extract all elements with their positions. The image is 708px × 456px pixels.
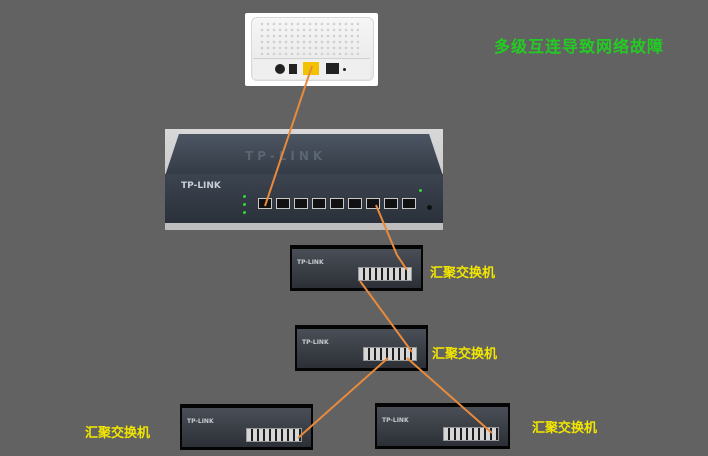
aggregation-switch-4: TP-LINK [375, 403, 510, 449]
aggregation-switch-3: TP-LINK [180, 404, 313, 450]
cable-modem-to-router [264, 65, 313, 207]
switch-port-bank [443, 427, 499, 441]
router-led [243, 195, 246, 198]
router-port [276, 198, 290, 209]
diagram-title: 多级互连导致网络故障 [494, 37, 665, 56]
cable-router-to-switch-1 [375, 204, 408, 271]
router-port [312, 198, 326, 209]
modem-vent-grill [259, 21, 359, 55]
router-port [348, 198, 362, 209]
router-led [243, 203, 246, 206]
modem-lan-port [326, 63, 339, 74]
router-port [402, 198, 416, 209]
router-port [384, 198, 398, 209]
label-aggregation-switch-2: 汇聚交换机 [432, 347, 498, 362]
switch-port-bank [363, 347, 417, 361]
aggregation-switch-1: TP-LINK [290, 245, 423, 291]
router-led [243, 211, 246, 214]
router-port [366, 198, 380, 209]
switch-brand-logo: TP-LINK [187, 418, 214, 425]
switch-brand-logo: TP-LINK [382, 417, 409, 424]
cable-switch-2-to-switch-3 [297, 357, 389, 439]
router-lid-logo: TP-LINK [245, 149, 327, 163]
modem-power-jack [275, 64, 285, 74]
modem-reset-hole [343, 68, 346, 71]
modem-power-button [289, 64, 297, 74]
router-lid [165, 134, 443, 176]
label-aggregation-switch-4: 汇聚交换机 [532, 421, 598, 436]
aggregation-switch-2: TP-LINK [295, 325, 428, 371]
router-reset-hole [427, 205, 432, 210]
switch-brand-logo: TP-LINK [302, 339, 329, 346]
modem-device [245, 13, 378, 86]
router-led [419, 189, 422, 192]
router-port [294, 198, 308, 209]
router-port [330, 198, 344, 209]
switch-brand-logo: TP-LINK [297, 259, 324, 266]
label-aggregation-switch-1: 汇聚交换机 [430, 266, 496, 281]
switch-port-bank [358, 267, 412, 281]
cable-switch-2-to-switch-4 [406, 357, 493, 434]
cable-switch-1-to-switch-2 [359, 280, 413, 353]
router-brand-logo: TP-LINK [181, 181, 221, 191]
label-aggregation-switch-3: 汇聚交换机 [85, 426, 151, 441]
core-router: TP-LINK TP-LINK [165, 129, 443, 230]
